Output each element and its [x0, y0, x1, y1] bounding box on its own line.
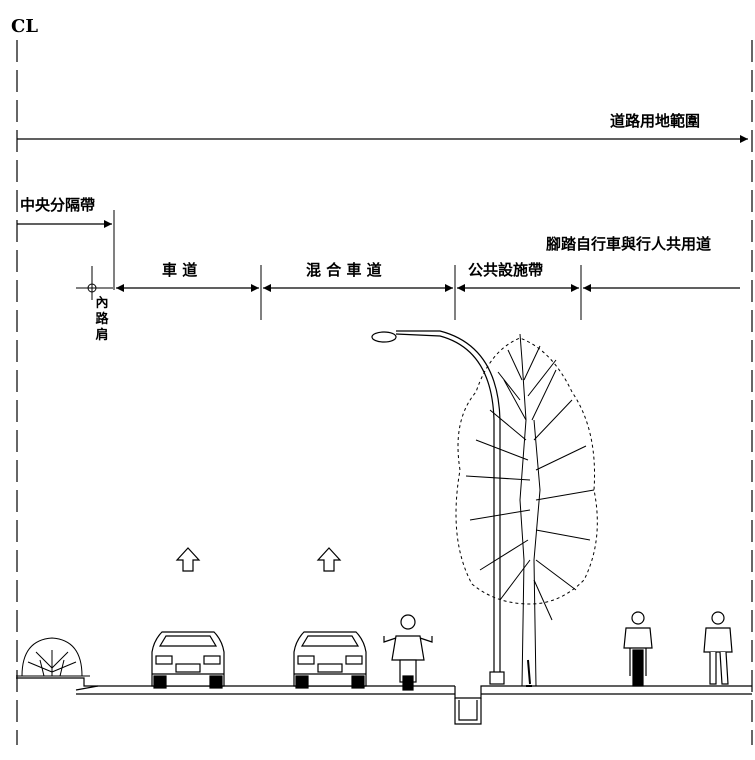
pedestrian-icon: [703, 611, 733, 685]
inner-shoulder-label: 內路肩: [95, 296, 109, 343]
median-label: 中央分隔帶: [20, 196, 96, 214]
street-light-icon: [371, 330, 505, 685]
shared-path-label: 腳踏自行車與行人共用道: [546, 235, 712, 253]
car-icon: [293, 631, 367, 689]
row-label: 道路用地範圍: [610, 112, 701, 130]
pavement: [16, 677, 752, 725]
shrub-icon: [16, 637, 90, 677]
utility-strip-label: 公共設施帶: [468, 261, 544, 279]
lane-label: 車 道: [162, 261, 198, 279]
direction-arrow-icon: [175, 547, 201, 572]
direction-arrow-icon: [316, 547, 342, 572]
tree-icon: [455, 333, 598, 687]
mixed-lane-label: 混 合 車 道: [306, 261, 382, 279]
centerline-mark: CL: [11, 16, 38, 37]
car-icon: [151, 631, 225, 689]
motorcyclist-icon: [383, 614, 433, 691]
cyclist-icon: [623, 611, 653, 687]
